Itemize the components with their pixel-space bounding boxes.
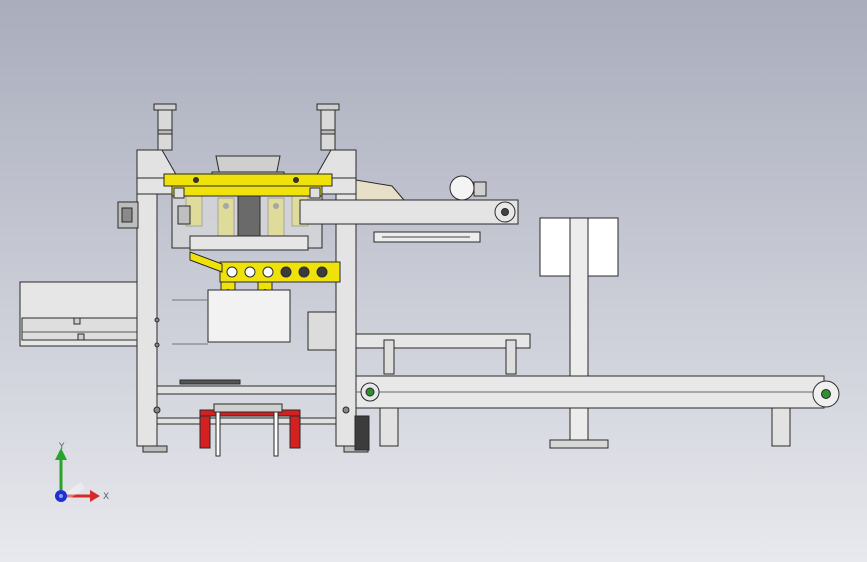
- machine-assembly[interactable]: [19, 103, 840, 457]
- outfeed-conveyor[interactable]: [355, 375, 840, 447]
- upper-transfer-arm[interactable]: [299, 175, 519, 243]
- side-guide-rail[interactable]: [355, 333, 531, 375]
- lift-cylinders[interactable]: [153, 103, 340, 151]
- view-orientation-triad: Y X: [55, 442, 109, 502]
- angle-brackets[interactable]: [136, 149, 357, 179]
- bag-body[interactable]: [172, 289, 337, 385]
- y-axis-arrow: [55, 448, 67, 490]
- y-axis-label: Y: [58, 442, 65, 452]
- yellow-perforated-plate[interactable]: [189, 251, 341, 283]
- z-axis-arrow: [55, 482, 85, 502]
- left-housing[interactable]: [19, 281, 139, 347]
- mechanism-block[interactable]: [117, 195, 323, 251]
- red-support-stand[interactable]: [199, 403, 301, 457]
- x-axis-label: X: [103, 492, 109, 502]
